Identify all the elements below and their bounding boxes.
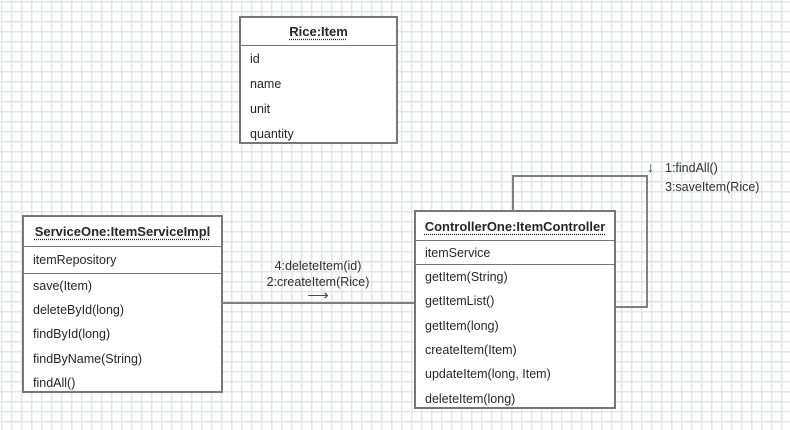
message-line: 4:deleteItem(id): [274, 259, 362, 273]
uml-attribute: unit: [250, 101, 271, 116]
uml-method: deleteItem(long): [425, 391, 516, 406]
uml-attribute: id: [250, 51, 260, 66]
right-arrow-icon: ⟶: [307, 287, 329, 304]
uml-method: deleteById(long): [33, 303, 125, 318]
uml-object-serviceone[interactable]: ServiceOne:ItemServiceImpl itemRepositor…: [22, 215, 223, 393]
uml-method: getItemList(): [425, 294, 495, 309]
uml-object-title: ServiceOne:ItemServiceImpl: [24, 217, 221, 247]
connector-self-loop-top-segment[interactable]: [512, 175, 648, 177]
uml-method: updateItem(long, Item): [425, 367, 551, 382]
uml-method: createItem(Item): [425, 343, 517, 358]
uml-attribute: name: [250, 76, 282, 91]
uml-attribute: quantity: [250, 126, 294, 141]
uml-attribute: itemService: [416, 241, 614, 265]
message-label-self-loop[interactable]: 1:findAll() 3:saveItem(Rice): [665, 159, 759, 197]
uml-method: findById(long): [33, 327, 111, 342]
uml-object-title: ControllerOne:ItemController: [416, 212, 614, 241]
uml-object-rice-item[interactable]: Rice:Item id name unit quantity: [239, 16, 398, 144]
uml-method: findByName(String): [33, 351, 143, 366]
message-line: 1:findAll(): [665, 161, 718, 175]
uml-method: save(Item): [33, 279, 93, 294]
uml-object-controllerone[interactable]: ControllerOne:ItemController itemService…: [414, 210, 616, 409]
message-label-service-controller[interactable]: 4:deleteItem(id) 2:createItem(Rice): [233, 258, 403, 290]
connector-self-loop-right-segment[interactable]: [646, 175, 648, 308]
connector-service-to-controller[interactable]: [222, 302, 414, 304]
message-line: 3:saveItem(Rice): [665, 180, 760, 194]
down-arrow-icon: ↓: [647, 159, 654, 175]
uml-method: getItem(String): [425, 270, 508, 285]
message-line: 2:createItem(Rice): [266, 275, 370, 289]
uml-attribute: itemRepository: [24, 247, 221, 274]
connector-self-loop-return-segment[interactable]: [615, 306, 648, 308]
uml-object-title: Rice:Item: [241, 18, 396, 46]
uml-method: findAll(): [33, 375, 76, 390]
uml-method: getItem(long): [425, 318, 499, 333]
connector-self-loop-left-segment[interactable]: [512, 175, 514, 211]
